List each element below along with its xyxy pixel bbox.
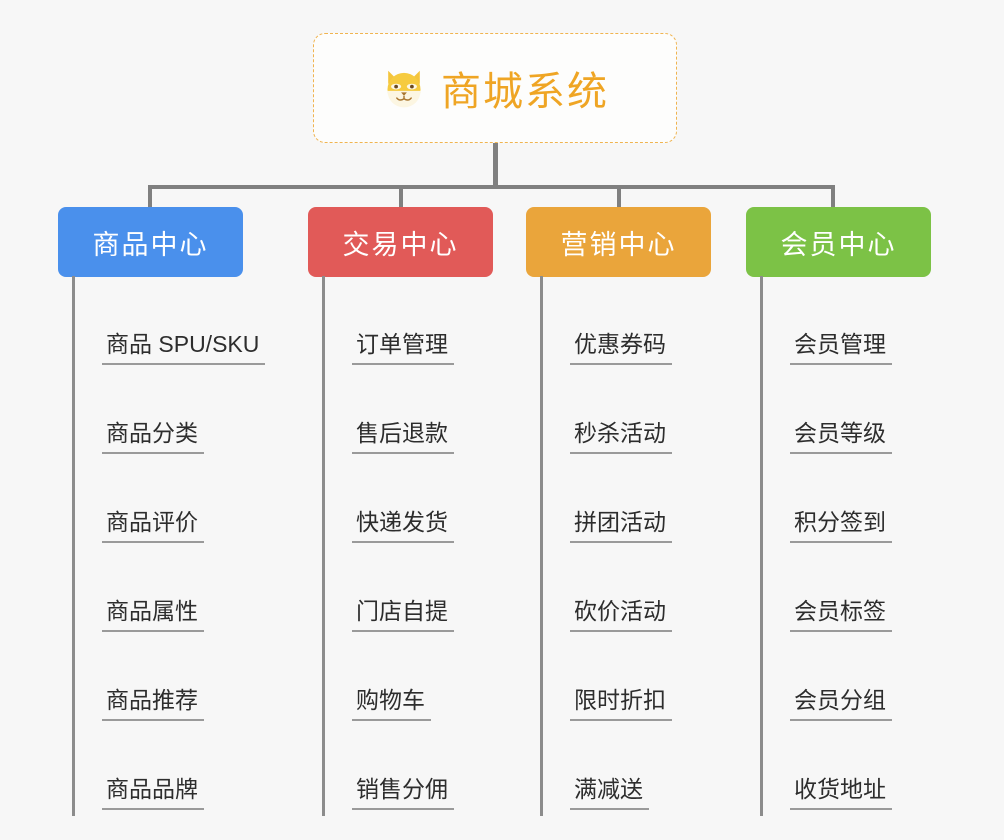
leaf-item[interactable]: 商品属性: [72, 543, 204, 632]
leaf-label: 砍价活动: [570, 598, 672, 632]
leaf-label: 拼团活动: [570, 509, 672, 543]
leaf-label: 优惠券码: [570, 331, 672, 365]
leaf-label: 积分签到: [790, 509, 892, 543]
shiba-dog-icon: [381, 65, 427, 111]
leaf-label: 销售分佣: [352, 776, 454, 810]
leaf-item[interactable]: 优惠券码: [540, 276, 672, 365]
leaf-item[interactable]: 砍价活动: [540, 543, 672, 632]
category-node-交易中心[interactable]: 交易中心: [308, 207, 493, 277]
leaf-label: 商品分类: [102, 420, 204, 454]
root-node[interactable]: 商城系统: [313, 33, 677, 143]
leaf-label: 商品推荐: [102, 687, 204, 721]
leaf-label: 限时折扣: [570, 687, 672, 721]
category-label: 商品中心: [92, 229, 209, 260]
leaf-item[interactable]: 商品推荐: [72, 632, 204, 721]
branch-drop-connector-1: [148, 185, 152, 209]
leaf-label: 收货地址: [790, 776, 892, 810]
leaf-item[interactable]: 限时折扣: [540, 632, 672, 721]
leaf-spine-connector: [72, 276, 75, 816]
leaf-item[interactable]: 商品 SPU/SKU: [72, 276, 266, 365]
leaf-item[interactable]: 销售分佣: [322, 721, 454, 810]
leaf-label: 商品评价: [102, 509, 204, 543]
leaf-label: 售后退款: [352, 420, 454, 454]
leaf-label: 会员分组: [790, 687, 892, 721]
leaf-label: 会员等级: [790, 420, 892, 454]
leaf-spine-connector: [540, 276, 543, 816]
leaf-label: 秒杀活动: [570, 420, 672, 454]
leaf-label: 商品属性: [102, 598, 204, 632]
branch-drop-connector-2: [399, 185, 403, 209]
leaf-label: 购物车: [352, 687, 431, 721]
category-node-商品中心[interactable]: 商品中心: [58, 207, 243, 277]
category-label: 交易中心: [342, 229, 459, 260]
branch-drop-connector-3: [617, 185, 621, 209]
leaf-label: 商品 SPU/SKU: [102, 331, 266, 365]
leaf-item[interactable]: 商品分类: [72, 365, 204, 454]
root-title: 商城系统: [441, 70, 609, 114]
root-stem-connector: [493, 143, 498, 189]
leaf-item[interactable]: 订单管理: [322, 276, 454, 365]
branch-bus-connector: [149, 185, 835, 189]
leaf-item[interactable]: 快递发货: [322, 454, 454, 543]
category-node-营销中心[interactable]: 营销中心: [526, 207, 711, 277]
leaf-item[interactable]: 售后退款: [322, 365, 454, 454]
leaf-item[interactable]: 会员管理: [760, 276, 892, 365]
branch-drop-connector-4: [831, 185, 835, 209]
leaf-item[interactable]: 商品品牌: [72, 721, 204, 810]
leaf-item[interactable]: 秒杀活动: [540, 365, 672, 454]
leaf-label: 会员标签: [790, 598, 892, 632]
category-node-会员中心[interactable]: 会员中心: [746, 207, 931, 277]
leaf-label: 门店自提: [352, 598, 454, 632]
leaf-label: 会员管理: [790, 331, 892, 365]
leaf-item[interactable]: 会员等级: [760, 365, 892, 454]
leaf-label: 订单管理: [352, 331, 454, 365]
leaf-item[interactable]: 拼团活动: [540, 454, 672, 543]
category-label: 会员中心: [780, 229, 897, 260]
leaf-item[interactable]: 收货地址: [760, 721, 892, 810]
leaf-item[interactable]: 购物车: [322, 632, 431, 721]
leaf-label: 快递发货: [352, 509, 454, 543]
leaf-label: 满减送: [570, 776, 649, 810]
category-label: 营销中心: [560, 229, 677, 260]
leaf-item[interactable]: 满减送: [540, 721, 649, 810]
leaf-item[interactable]: 商品评价: [72, 454, 204, 543]
leaf-item[interactable]: 会员标签: [760, 543, 892, 632]
leaf-item[interactable]: 门店自提: [322, 543, 454, 632]
leaf-spine-connector: [760, 276, 763, 816]
leaf-spine-connector: [322, 276, 325, 816]
leaf-item[interactable]: 会员分组: [760, 632, 892, 721]
leaf-item[interactable]: 积分签到: [760, 454, 892, 543]
leaf-label: 商品品牌: [102, 776, 204, 810]
